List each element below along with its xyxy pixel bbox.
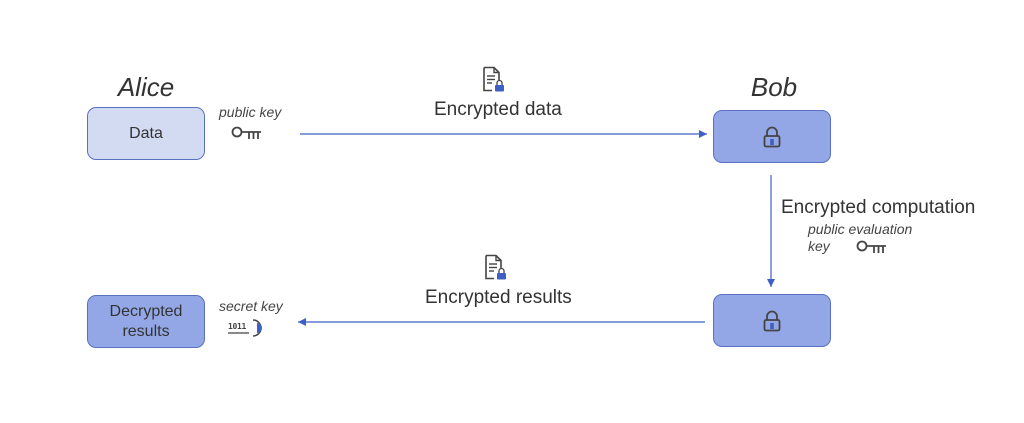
data-box-label: Data bbox=[129, 124, 163, 142]
decrypted-results-box: Decrypted results bbox=[87, 295, 205, 348]
secret-key-bits: 1011 bbox=[228, 322, 247, 331]
document-lock-icon bbox=[485, 254, 506, 280]
document-lock-icon bbox=[483, 66, 504, 92]
encrypted-data-label: Encrypted data bbox=[434, 99, 562, 120]
key-icon bbox=[856, 240, 886, 253]
key-icon bbox=[231, 126, 261, 139]
bob-box-bottom bbox=[713, 294, 831, 347]
bob-box-top bbox=[713, 110, 831, 163]
lock-icon bbox=[763, 310, 781, 331]
alice-name: Alice bbox=[117, 72, 175, 102]
secret-key-label: secret key bbox=[219, 298, 283, 314]
encrypted-results-label: Encrypted results bbox=[425, 287, 572, 308]
lock-icon bbox=[763, 126, 781, 147]
data-box: Data bbox=[87, 107, 205, 160]
public-evaluation-key-label: public evaluation key bbox=[808, 221, 913, 254]
public-key-label: public key bbox=[219, 104, 282, 120]
encrypted-computation-label: Encrypted computation bbox=[781, 197, 976, 218]
decrypted-results-label: Decrypted results bbox=[109, 302, 183, 340]
bob-name: Bob bbox=[750, 72, 798, 102]
secret-key-icon: 1011 bbox=[227, 317, 267, 339]
